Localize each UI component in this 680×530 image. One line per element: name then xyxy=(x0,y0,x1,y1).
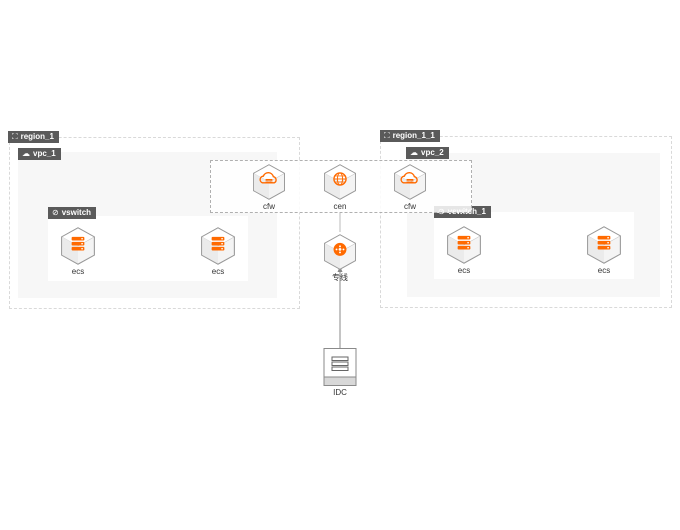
cfw-node-2[interactable]: cfw xyxy=(388,163,432,211)
ecs-node-3-label: ecs xyxy=(457,266,471,275)
region-1-1-box xyxy=(380,136,672,308)
cen-node[interactable]: cen xyxy=(318,163,362,211)
zhuanxian-node-label: 专线 xyxy=(332,273,348,282)
vpc-2-tag: ☁vpc_2 xyxy=(406,147,449,159)
server-icon xyxy=(201,227,235,265)
vswitch-tag: ⊘vswitch xyxy=(48,207,97,219)
region-1-tag: ⛶region_1 xyxy=(8,131,59,143)
vpc-cloud-icon: ☁ xyxy=(22,149,30,158)
server-icon xyxy=(61,227,95,265)
cfw-node-1[interactable]: cfw xyxy=(247,163,291,211)
globe-icon xyxy=(324,164,356,200)
region-1-label: region_1 xyxy=(20,132,54,141)
vpc-1-tag: ☁vpc_1 xyxy=(18,148,61,160)
vpc-2-label: vpc_2 xyxy=(421,148,444,157)
vpc-cloud-icon: ☁ xyxy=(410,148,418,157)
region-1-box xyxy=(9,137,300,309)
ecs-node-1[interactable]: ecs xyxy=(56,226,100,276)
vswitch-label: vswitch xyxy=(61,208,92,217)
region-1-1-tag: ⛶region_1_1 xyxy=(380,130,440,142)
idc-node-label: IDC xyxy=(333,388,347,397)
server-icon xyxy=(587,226,621,264)
ecs-node-1-label: ecs xyxy=(71,267,85,276)
server-icon xyxy=(447,226,481,264)
region-icon: ⛶ xyxy=(384,131,390,140)
ecs-node-4[interactable]: ecs xyxy=(582,225,626,275)
ecs-node-2[interactable]: ecs xyxy=(196,226,240,276)
network-hub-icon xyxy=(324,234,356,270)
ecs-node-4-label: ecs xyxy=(597,266,611,275)
cfw-node-1-label: cfw xyxy=(263,202,275,211)
zhuanxian-node[interactable]: 专线 xyxy=(318,233,362,283)
vswitch-link-icon: ⊘ xyxy=(52,208,59,217)
region-1-1-label: region_1_1 xyxy=(392,131,435,140)
cfw-node-2-label: cfw xyxy=(404,202,416,211)
firewall-cloud-icon xyxy=(394,164,426,200)
datacenter-rack-icon xyxy=(323,348,357,386)
region-icon: ⛶ xyxy=(12,132,18,141)
idc-node[interactable]: IDC xyxy=(320,348,360,397)
cen-node-label: cen xyxy=(333,202,347,211)
vpc-1-label: vpc_1 xyxy=(33,149,56,158)
firewall-cloud-icon xyxy=(253,164,285,200)
ecs-node-2-label: ecs xyxy=(211,267,225,276)
ecs-node-3[interactable]: ecs xyxy=(442,225,486,275)
